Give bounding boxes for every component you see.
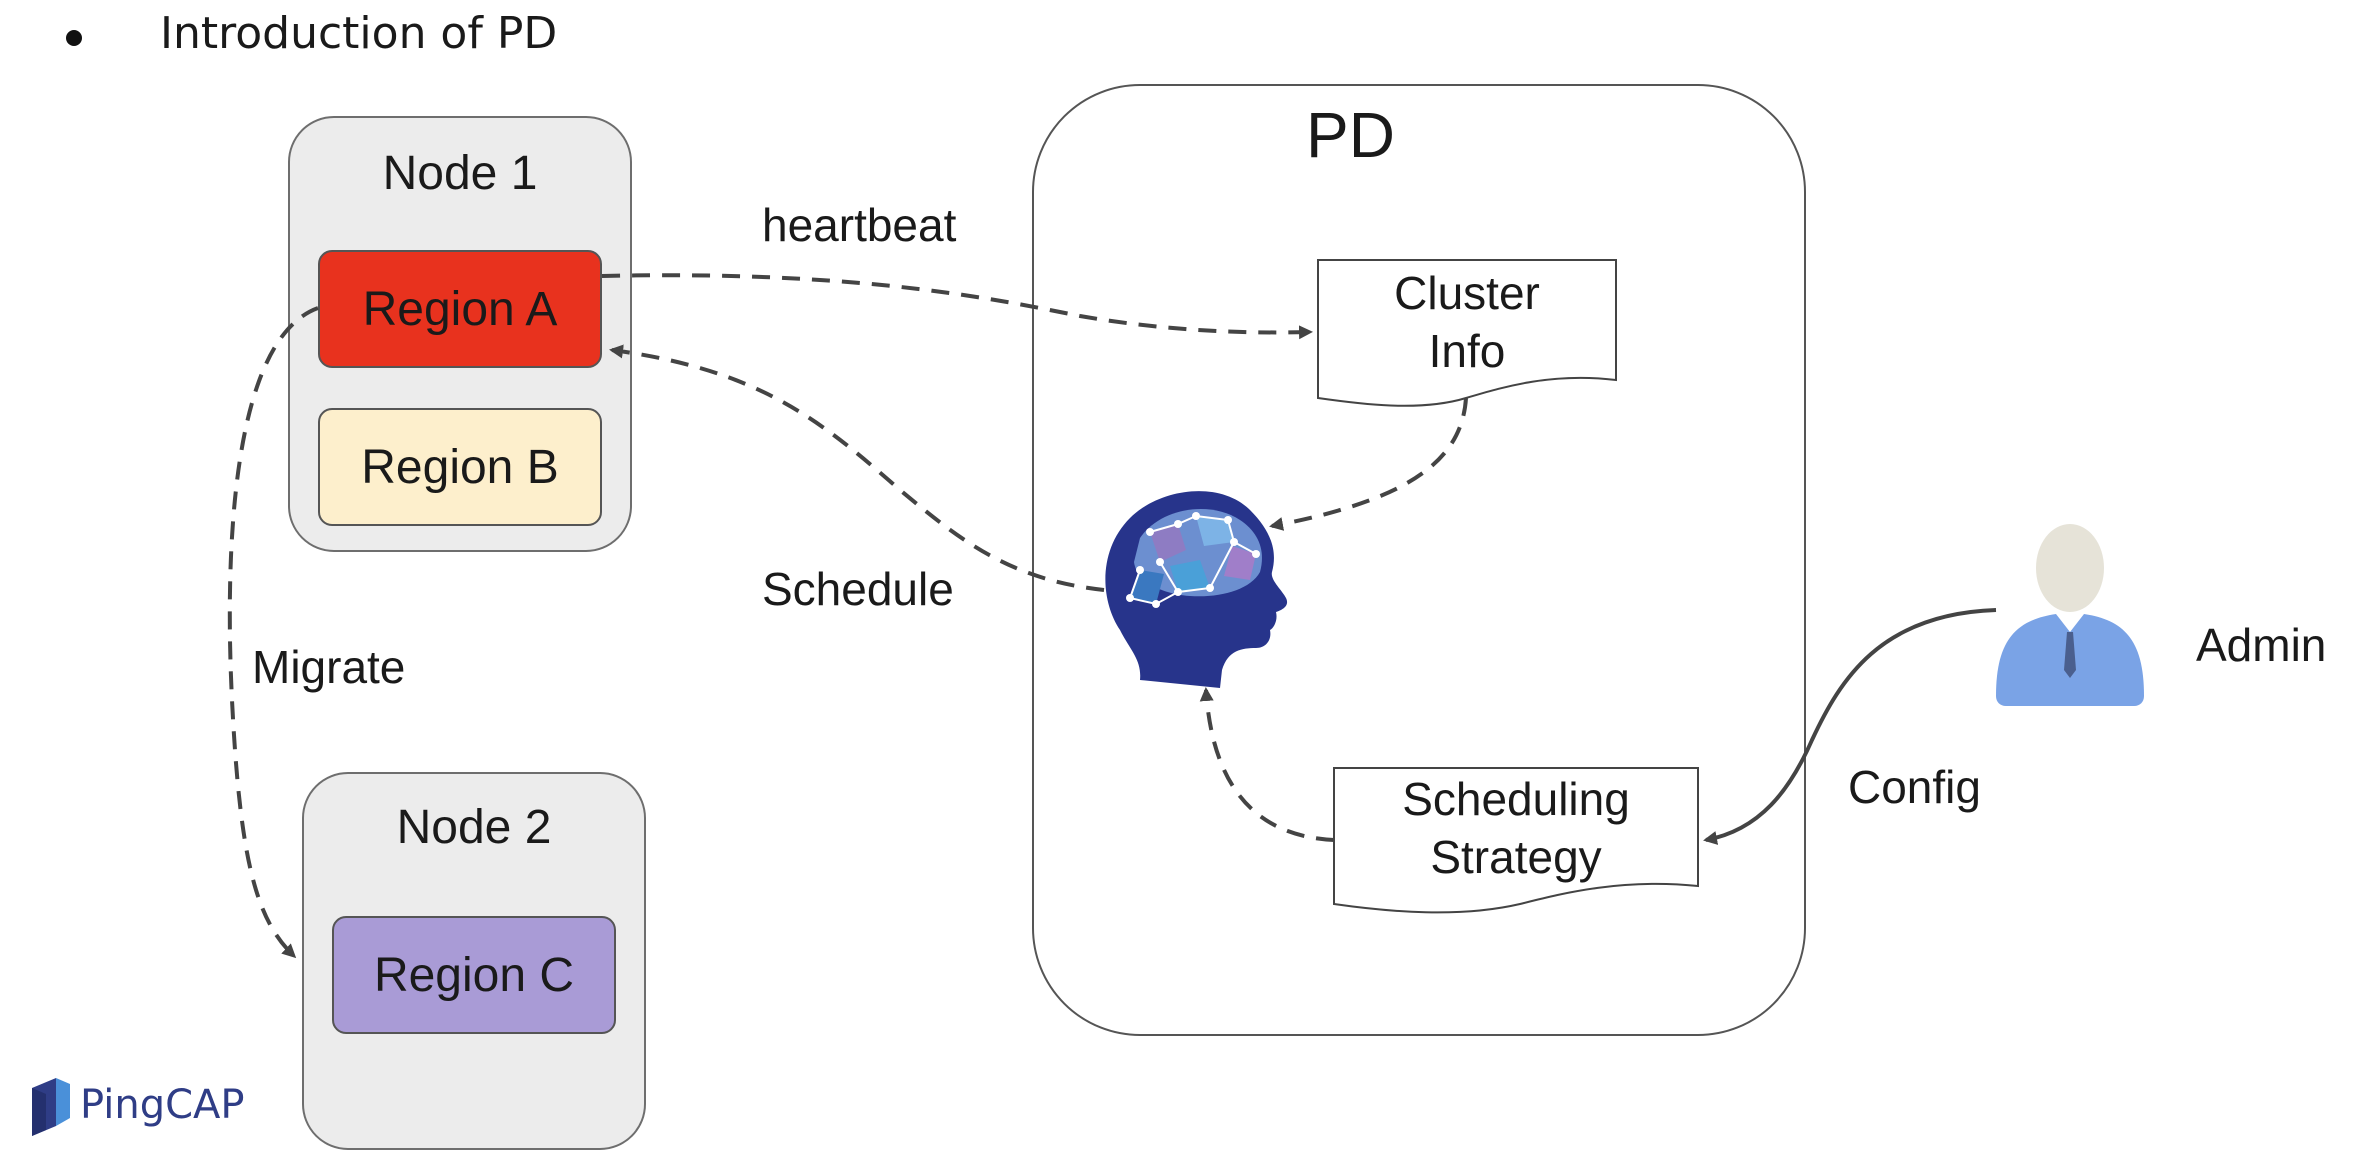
migrate-label: Migrate — [252, 641, 406, 693]
pingcap-logo-text: PingCAP — [80, 1082, 245, 1128]
migrate-arrow — [227, 306, 319, 959]
schedule-label: Schedule — [762, 563, 954, 615]
region-c: Region C — [332, 916, 616, 1034]
heartbeat-arrow — [601, 273, 1313, 340]
node-1-label: Node 1 — [382, 147, 538, 200]
heartbeat-label: heartbeat — [762, 199, 957, 251]
info-to-brain-arrow — [1269, 397, 1468, 531]
region-a: Region A — [318, 250, 602, 368]
region-b-label: Region B — [361, 440, 559, 494]
user-icon — [1996, 524, 2144, 706]
pd-title: PD — [1306, 99, 1395, 171]
region-b: Region B — [318, 408, 602, 526]
admin-label: Admin — [2196, 619, 2327, 671]
scheduling-strategy-doc — [1333, 767, 1699, 914]
pingcap-logo-icon — [32, 1078, 70, 1136]
schedule-arrow — [609, 344, 1105, 592]
config-arrow — [1703, 608, 1997, 845]
region-c-label: Region C — [373, 948, 575, 1002]
brain-icon — [1105, 491, 1288, 688]
cluster-info-label: Cluster Info — [1394, 267, 1540, 377]
strategy-to-brain-arrow — [1199, 687, 1335, 842]
region-a-label: Region A — [362, 282, 558, 336]
scheduling-strategy-label: Scheduling Strategy — [1402, 773, 1630, 883]
node-2-label: Node 2 — [396, 801, 552, 854]
cluster-info-doc — [1317, 259, 1617, 407]
bullet-point — [66, 30, 82, 46]
slide-title: Introduction of PD — [160, 8, 558, 59]
config-label: Config — [1848, 761, 1981, 813]
